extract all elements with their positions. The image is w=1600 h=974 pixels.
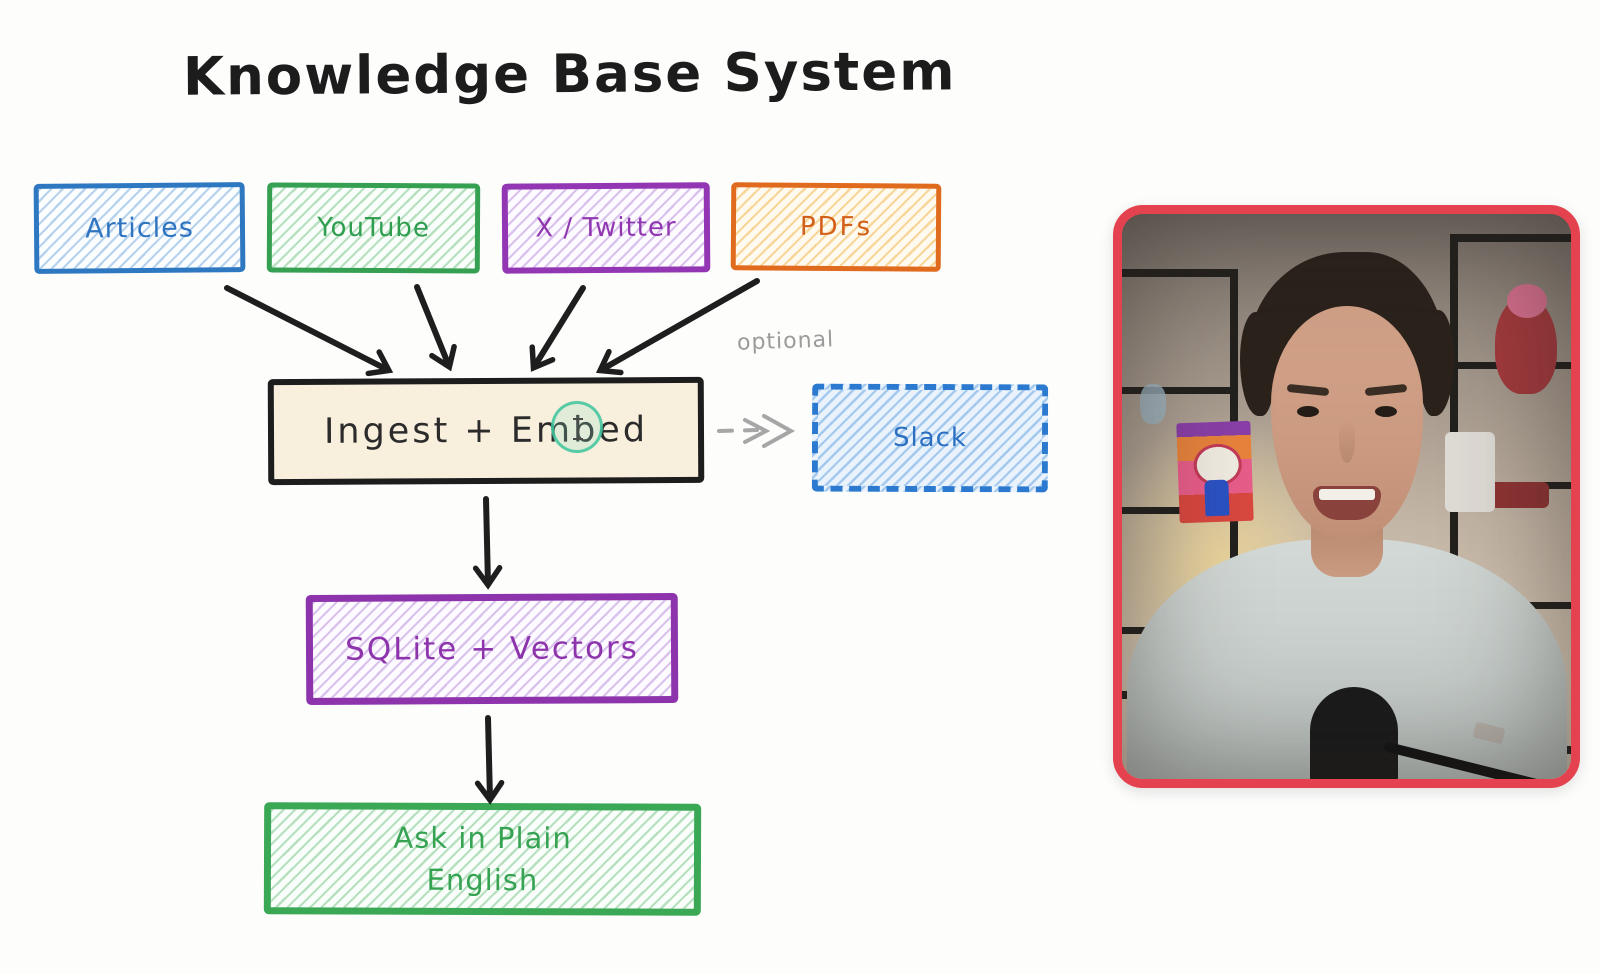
node-ask-plain-english[interactable]: Ask in Plain English xyxy=(263,802,702,916)
node-slack-label: Slack xyxy=(892,422,968,454)
node-pdfs[interactable]: PDFs xyxy=(730,182,942,272)
microphone xyxy=(1310,687,1398,779)
node-youtube[interactable]: YouTube xyxy=(266,182,481,274)
node-slack[interactable]: Slack xyxy=(811,383,1049,493)
node-articles-label: Articles xyxy=(85,212,194,244)
node-sqlite-vectors-label: SQLite + Vectors xyxy=(345,630,639,668)
red-plush-toy xyxy=(1495,284,1557,394)
white-device xyxy=(1445,432,1495,512)
black-arrows xyxy=(224,278,760,805)
node-ingest-embed[interactable]: Ingest + Embed xyxy=(267,376,705,486)
node-ask-plain-english-label: Ask in Plain English xyxy=(393,820,572,898)
diagram-title: Knowledge Base System xyxy=(182,41,957,108)
shelf-red-items xyxy=(1491,482,1549,508)
node-sqlite-vectors[interactable]: SQLite + Vectors xyxy=(305,593,679,705)
text-cursor-icon xyxy=(573,418,583,440)
presenter-nose xyxy=(1338,419,1355,463)
presenter-eye-left xyxy=(1296,406,1319,417)
node-youtube-label: YouTube xyxy=(317,212,430,244)
cursor-highlight-ring xyxy=(551,401,603,453)
shelf-object xyxy=(1140,384,1166,424)
presenter-mouth xyxy=(1312,486,1381,520)
optional-label: optional xyxy=(736,327,835,356)
presenter-eye-right xyxy=(1374,406,1397,417)
optional-dashed-arrow xyxy=(717,414,796,448)
node-articles[interactable]: Articles xyxy=(33,182,246,274)
node-x-twitter-label: X / Twitter xyxy=(535,212,677,244)
webcam-vignette xyxy=(1122,214,1571,779)
webcam-overlay xyxy=(1113,205,1580,788)
node-pdfs-label: PDFs xyxy=(799,211,873,243)
node-x-twitter[interactable]: X / Twitter xyxy=(501,182,711,274)
